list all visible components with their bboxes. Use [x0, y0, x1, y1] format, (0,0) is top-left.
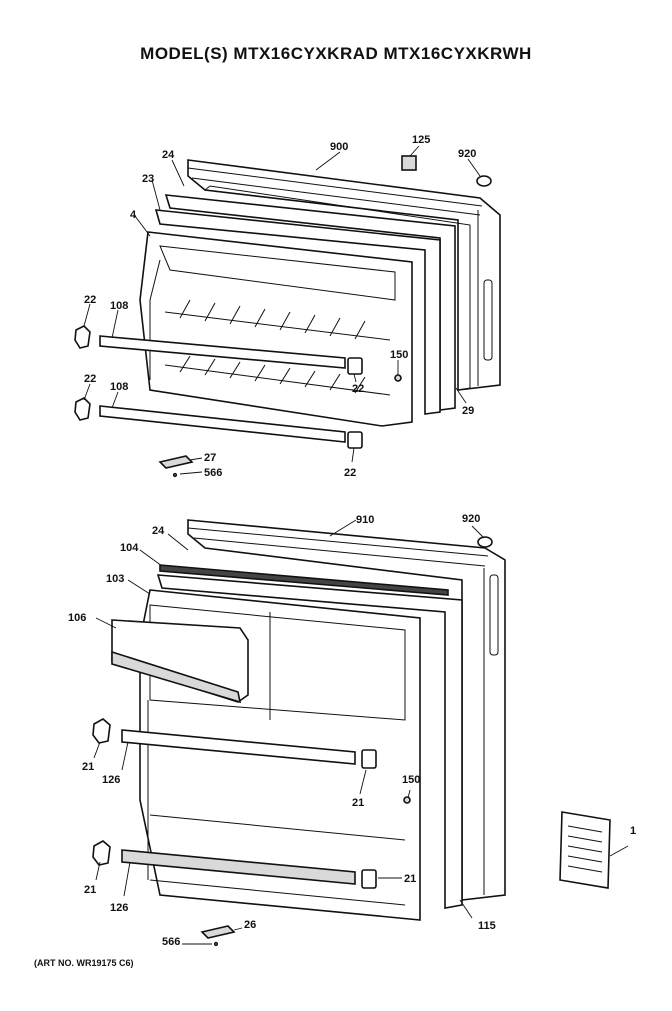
callout-108: 108	[110, 381, 128, 393]
callout-104: 104	[120, 542, 139, 554]
freezer-door-plug	[476, 175, 492, 187]
callout-24: 24	[162, 149, 175, 161]
door-shelf-bar-lower	[121, 849, 356, 885]
callout-566: 566	[204, 467, 222, 479]
callout-1: 1	[630, 825, 636, 837]
callout-126: 126	[102, 774, 120, 786]
callout-920: 920	[462, 513, 480, 525]
page-title: MODEL(S) MTX16CYXKRAD MTX16CYXKRWH	[140, 44, 532, 63]
fresh-food-gasket-strip	[159, 564, 449, 596]
art-number: (ART NO. WR19175 C6)	[34, 958, 134, 968]
callout-22: 22	[344, 467, 356, 479]
callout-21: 21	[84, 884, 96, 896]
dairy-compartment-door	[111, 619, 249, 704]
freezer-door-liner	[139, 231, 413, 427]
callout-21: 21	[352, 797, 364, 809]
door-shelf-cap-right-upper	[361, 749, 377, 769]
fresh-food-door-assembly: 910 920 24 104 103 106 21 126 150 21 21 …	[68, 513, 629, 948]
fresh-food-door-gasket	[156, 574, 463, 909]
callout-21: 21	[82, 761, 94, 773]
callout-21: 21	[404, 873, 416, 885]
parts-booklet: 1	[559, 811, 636, 889]
callout-150: 150	[390, 349, 408, 361]
callout-4: 4	[130, 209, 137, 221]
callout-23: 23	[142, 173, 154, 185]
freezer-gasket-liner	[154, 209, 441, 415]
callout-566: 566	[162, 936, 180, 948]
callout-150: 150	[402, 774, 420, 786]
fresh-food-hinge-screw	[213, 941, 219, 947]
door-shelf-cap-left-upper	[92, 718, 111, 744]
callout-106: 106	[68, 612, 86, 624]
callout-22: 22	[352, 383, 364, 395]
fresh-food-hinge-plate	[200, 925, 236, 939]
shelf-end-cap-left-upper	[74, 325, 91, 349]
callout-126: 126	[110, 902, 128, 914]
fresh-food-screw	[403, 796, 411, 804]
callout-22: 22	[84, 294, 96, 306]
freezer-door-assembly: 900 125 920 24 23 4 22 108 22 108 150 22…	[74, 134, 501, 479]
freezer-hinge-plate	[158, 455, 194, 469]
freezer-outer-door	[187, 159, 501, 391]
callout-22: 22	[84, 373, 96, 385]
freezer-shelf-bar-upper	[99, 335, 346, 369]
callout-24: 24	[152, 525, 165, 537]
callout-920: 920	[458, 148, 476, 160]
freezer-light-switch	[401, 155, 417, 171]
shelf-end-cap-right-upper	[347, 357, 363, 375]
callout-125: 125	[412, 134, 430, 146]
callout-108: 108	[110, 300, 128, 312]
freezer-shelf-bar-lower	[99, 405, 346, 443]
callout-103: 103	[106, 573, 124, 585]
freezer-hinge-screw	[172, 472, 178, 478]
callout-115: 115	[478, 920, 496, 932]
callout-27: 27	[204, 452, 216, 464]
door-shelf-cap-left-lower	[92, 840, 111, 866]
callout-910: 910	[356, 514, 374, 526]
door-shelf-cap-right-lower	[361, 869, 377, 889]
callout-900: 900	[330, 141, 348, 153]
callout-29: 29	[462, 405, 474, 417]
callout-26: 26	[244, 919, 256, 931]
shelf-end-cap-left-lower	[74, 397, 91, 421]
freezer-screw	[394, 374, 402, 382]
shelf-end-cap-right-lower	[347, 431, 363, 449]
fresh-food-door-plug	[477, 536, 493, 548]
door-shelf-bar-upper	[121, 729, 356, 765]
